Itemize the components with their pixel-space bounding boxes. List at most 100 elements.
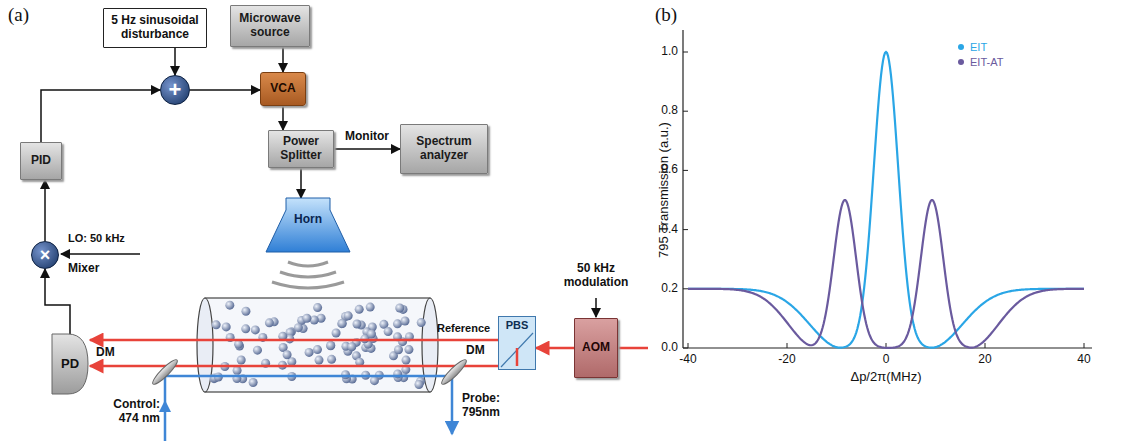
dichroic-mirror <box>439 357 469 387</box>
setup-label: DM <box>96 346 115 360</box>
node-text: PBS <box>506 319 529 332</box>
signal-arrow <box>282 47 284 72</box>
x-tick <box>787 343 788 348</box>
atom <box>338 319 347 328</box>
tick-label: -40 <box>679 353 696 367</box>
atom <box>249 378 258 387</box>
legend-entry: EIT-AT <box>958 56 1003 69</box>
vca-box: VCA <box>260 72 306 106</box>
x-tick <box>1084 343 1085 348</box>
tick-label: 0.4 <box>661 223 678 237</box>
node-text: AOM <box>582 341 610 355</box>
tick-label: 0.8 <box>661 104 678 118</box>
signal-arrow <box>282 106 284 130</box>
legend-swatch <box>958 44 964 50</box>
atom <box>241 324 250 333</box>
atom <box>367 329 376 338</box>
atom <box>241 307 250 316</box>
atom <box>327 355 336 364</box>
setup-label: Control: 474 nm <box>104 398 160 426</box>
tick-label: 20 <box>978 353 991 367</box>
pbs-cube: PBS <box>498 316 536 370</box>
wave <box>272 282 344 288</box>
signal-arrow <box>44 180 46 241</box>
y-axis <box>682 30 683 348</box>
horn-antenna: Horn <box>266 198 350 252</box>
mixer-node: × <box>31 241 59 269</box>
legend-text: EIT <box>970 41 987 54</box>
node-text: + <box>169 77 182 102</box>
atom <box>347 342 356 351</box>
setup-label: Mixer <box>68 262 99 276</box>
laser-beam <box>536 347 574 350</box>
spectrum-curve <box>688 200 1084 348</box>
node-text: VCA <box>270 82 295 96</box>
legend-swatch <box>958 59 964 65</box>
atom <box>237 356 246 365</box>
signal-arrow <box>300 168 302 198</box>
pd-body <box>52 334 88 394</box>
wave <box>280 272 336 277</box>
atom <box>366 303 375 312</box>
signal-arrow <box>190 89 260 91</box>
atom <box>302 314 311 323</box>
power-splitter-box: Power Splitter <box>268 130 334 168</box>
wave <box>288 262 328 266</box>
spectrum-curve <box>688 52 1084 348</box>
signal-arrow <box>45 269 70 334</box>
atom <box>294 323 303 332</box>
y-tick <box>683 170 688 171</box>
node-text: × <box>40 245 51 266</box>
atom <box>353 320 362 329</box>
cell-window <box>422 298 438 392</box>
control-beam <box>165 376 452 441</box>
y-tick <box>683 52 688 53</box>
vapor-cell <box>197 298 438 392</box>
signal-arrow <box>41 90 160 142</box>
spectrum-analyzer-box: Spectrum analyzer <box>400 124 488 174</box>
atom <box>326 341 335 350</box>
atom <box>253 346 262 355</box>
input-beam <box>618 347 648 350</box>
tick-label: 0.6 <box>661 163 678 177</box>
setup-label: 50 kHz modulation <box>555 262 637 290</box>
atom <box>401 316 410 325</box>
disturbance-box: 5 Hz sinusoidal disturbance <box>103 8 207 48</box>
atom <box>417 318 426 327</box>
atom <box>326 341 335 350</box>
dichroic-mirror <box>150 357 180 387</box>
lo-arrow <box>61 253 140 255</box>
atom <box>337 319 346 328</box>
node-text: PD <box>61 357 79 372</box>
tick-label: 1.0 <box>661 45 678 59</box>
horn-body <box>266 198 350 252</box>
atom <box>332 329 341 338</box>
tick-label: -20 <box>778 353 795 367</box>
aom-box: AOM <box>574 318 618 378</box>
axis-title: 795 Transmission (a.u.) <box>657 122 672 258</box>
atom <box>212 320 221 329</box>
summing-node: + <box>160 75 190 105</box>
x-tick <box>688 343 689 348</box>
tick-label: 0 <box>883 353 890 367</box>
atom <box>414 380 423 389</box>
atom <box>283 350 292 359</box>
node-text: 5 Hz sinusoidal disturbance <box>108 14 202 42</box>
atom <box>222 322 231 331</box>
cell-body <box>205 298 430 392</box>
y-tick <box>683 348 688 349</box>
setup-label: Reference <box>437 322 490 335</box>
node-text: Horn <box>294 213 322 227</box>
pbs-diagonal <box>501 333 533 367</box>
setup-label: Probe: 795nm <box>462 392 514 420</box>
node-text: Power Splitter <box>273 135 329 163</box>
atom <box>355 305 364 314</box>
pid-box: PID <box>20 142 62 180</box>
pbs-beam <box>516 348 519 366</box>
node-text: PID <box>31 154 51 168</box>
atom <box>313 303 322 312</box>
atom <box>384 327 393 336</box>
tick-label: 0.0 <box>661 341 678 355</box>
panel-letter: (b) <box>655 4 677 26</box>
